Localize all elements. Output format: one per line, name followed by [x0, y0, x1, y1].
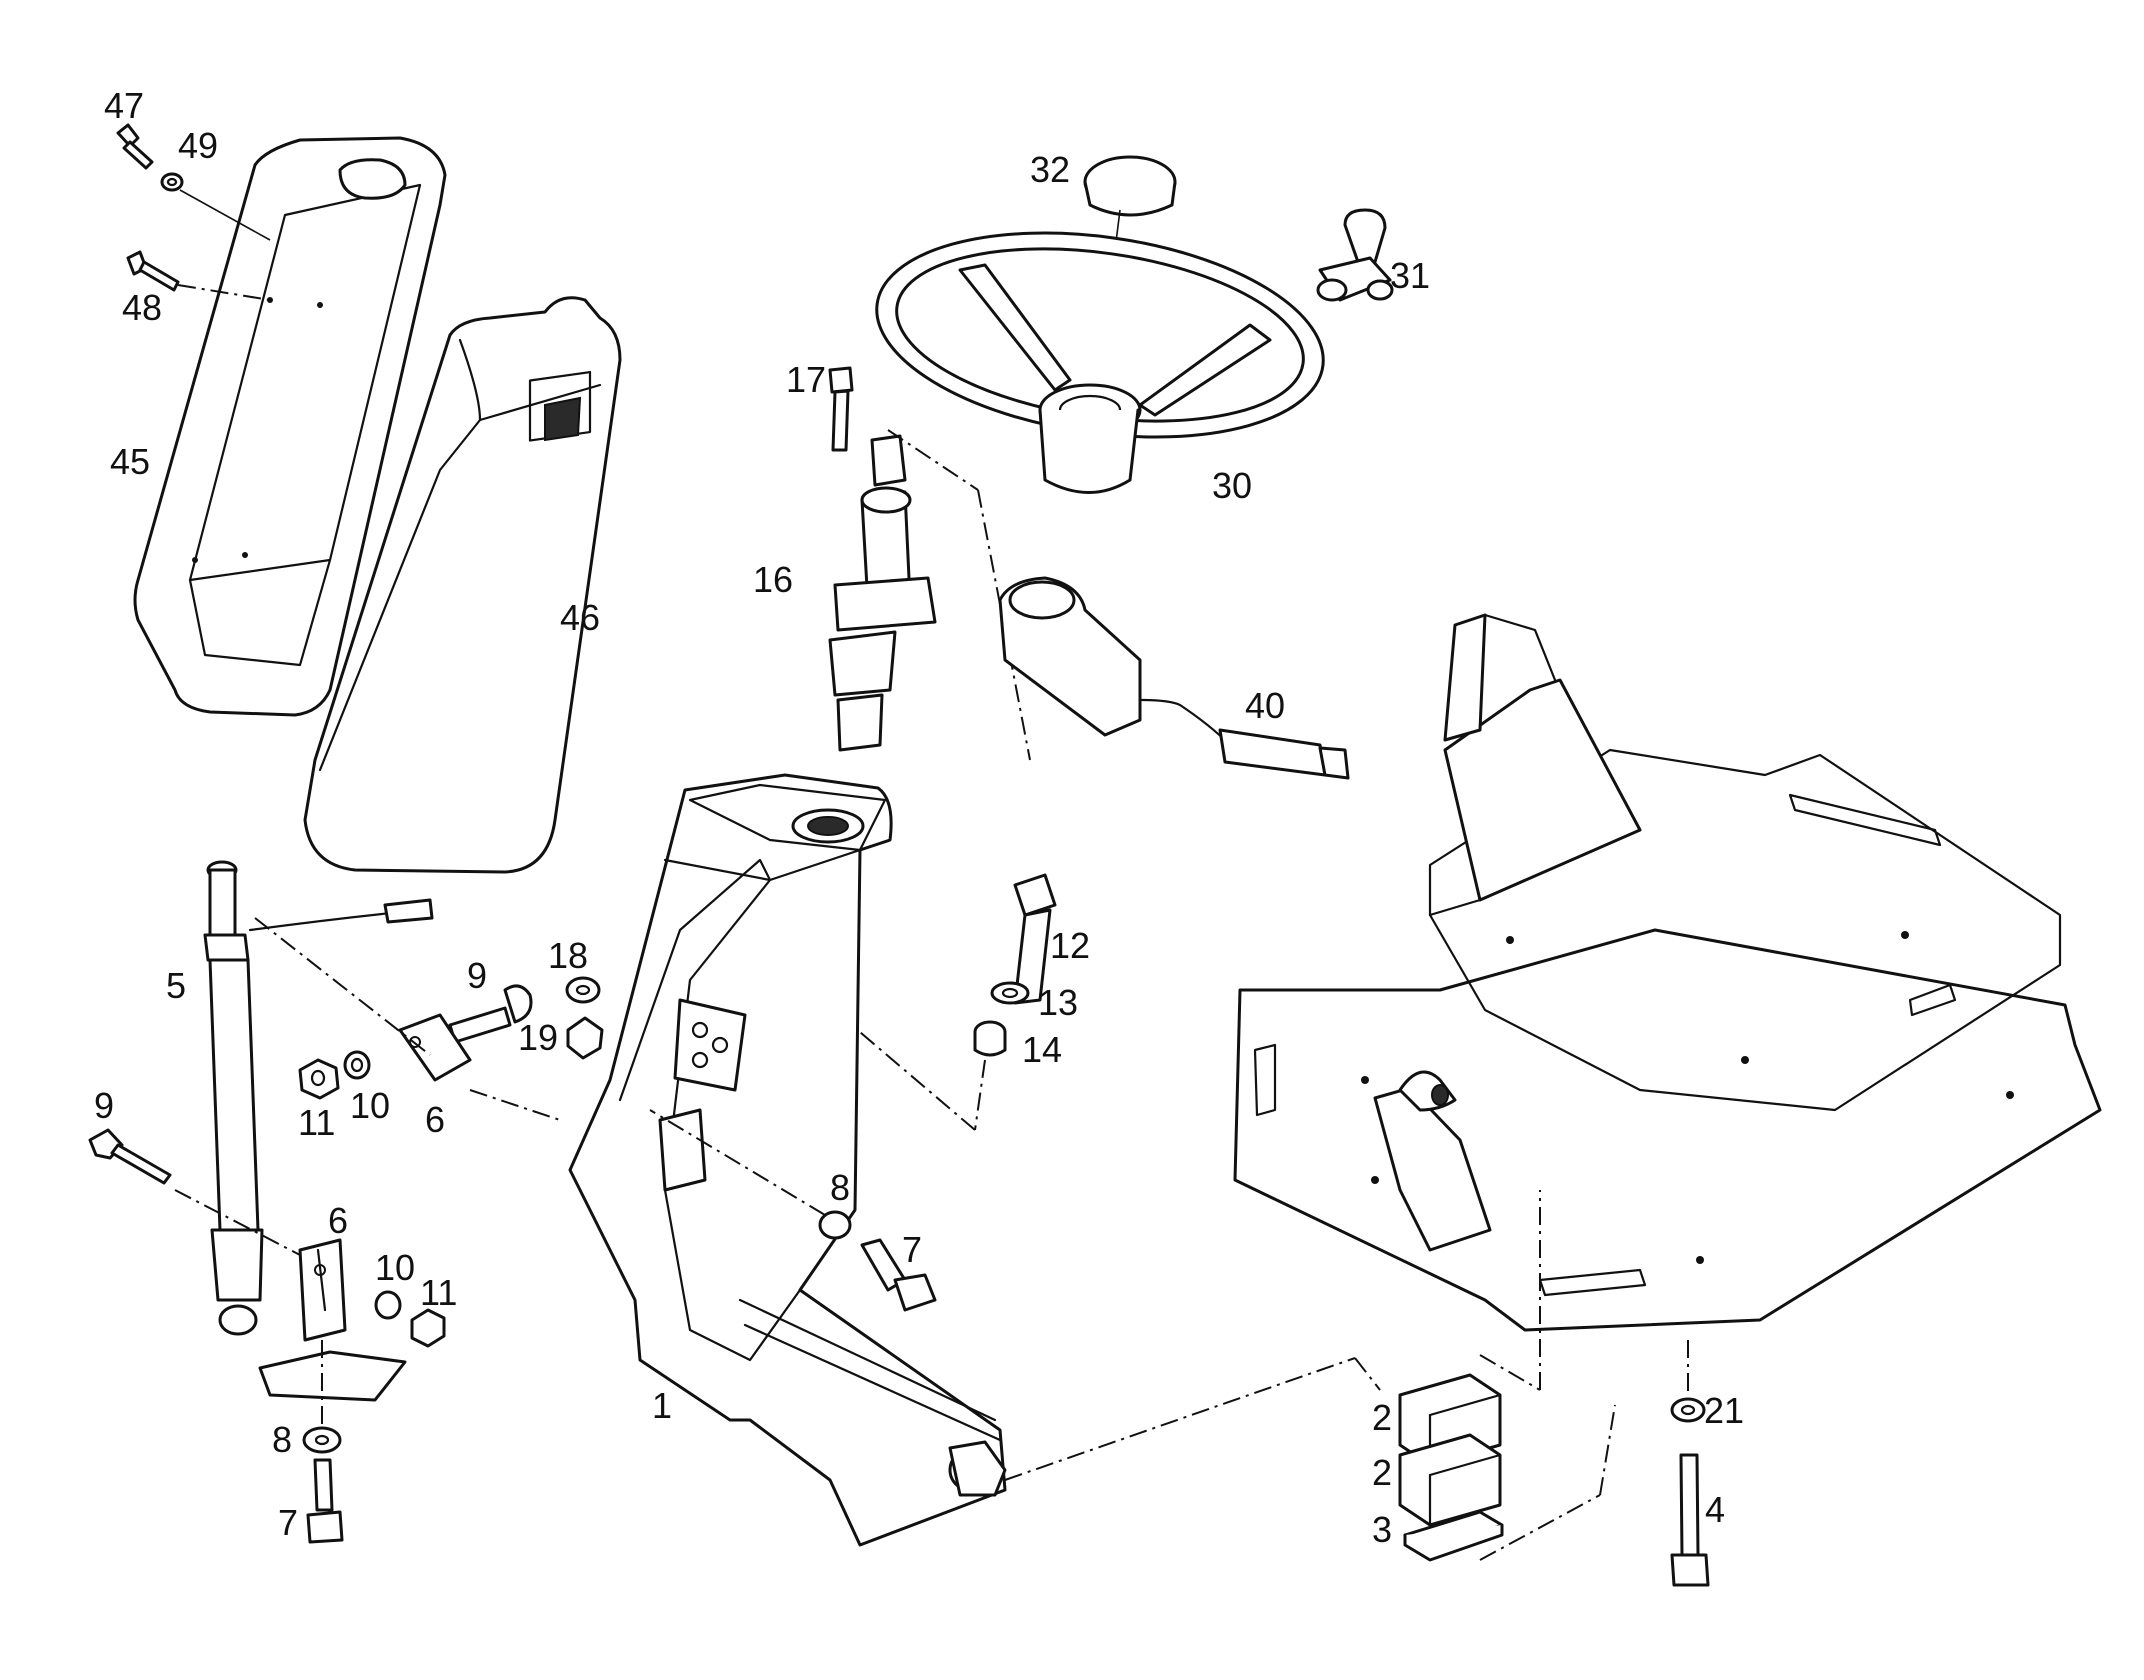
callout-21: 21 — [1704, 1390, 1744, 1431]
callout-9-lower: 9 — [94, 1085, 114, 1126]
washer-10-upper — [343, 1050, 371, 1080]
bolt-48 — [126, 250, 180, 292]
bolt-47 — [116, 123, 154, 170]
nut-11-upper — [298, 1058, 340, 1100]
callout-3: 3 — [1372, 1509, 1392, 1550]
callout-1: 1 — [652, 1385, 672, 1426]
washer-49 — [160, 172, 184, 192]
washer-8-lower — [302, 1426, 342, 1454]
bolt-17 — [828, 366, 854, 452]
callout-10-upper: 10 — [350, 1085, 390, 1126]
callout-6-lower: 6 — [328, 1200, 348, 1241]
callout-7-mid: 7 — [902, 1229, 922, 1270]
clevis-6-upper — [398, 1013, 472, 1082]
gas-strut-5 — [203, 860, 434, 1336]
washer-8-mid — [818, 1210, 852, 1240]
callout-9-upper: 9 — [467, 955, 487, 996]
callout-11-upper: 11 — [298, 1102, 335, 1143]
callout-17: 17 — [786, 359, 826, 400]
callout-2-upper: 2 — [1372, 1397, 1392, 1438]
callout-10-lower: 10 — [375, 1247, 415, 1288]
horn-cap-32 — [1083, 155, 1177, 217]
callout-5: 5 — [166, 965, 186, 1006]
callout-32: 32 — [1030, 149, 1070, 190]
bolt-7-mid — [860, 1238, 937, 1312]
callout-16: 16 — [753, 559, 793, 600]
bolt-12 — [1013, 873, 1057, 1005]
callout-47: 47 — [104, 85, 144, 126]
washer-18 — [565, 976, 601, 1004]
spinner-knob-31 — [1316, 208, 1394, 302]
washer-13 — [990, 981, 1030, 1005]
bolt-7-lower — [306, 1458, 344, 1544]
callout-8-lower: 8 — [272, 1419, 292, 1460]
steering-shaft-16 — [828, 434, 937, 752]
callout-49: 49 — [178, 125, 218, 166]
callout-labels: 47 49 48 45 46 32 31 30 17 16 40 5 9 18 … — [94, 85, 1744, 1550]
washer-21 — [1670, 1397, 1706, 1423]
callout-11-lower: 11 — [420, 1272, 457, 1313]
callout-19: 19 — [518, 1017, 558, 1058]
callout-48: 48 — [122, 287, 162, 328]
callout-46: 46 — [560, 597, 600, 638]
callout-13: 13 — [1038, 982, 1078, 1023]
callout-6-upper: 6 — [425, 1099, 445, 1140]
bolt-4 — [1670, 1453, 1710, 1587]
callout-2-lower: 2 — [1372, 1452, 1392, 1493]
callout-45: 45 — [110, 441, 150, 482]
armrest-46 — [303, 296, 622, 874]
bolt-9-lower — [88, 1128, 172, 1185]
washer-10-lower — [374, 1290, 402, 1320]
nut-11-lower — [410, 1308, 446, 1348]
callout-8-mid: 8 — [830, 1167, 850, 1208]
callout-7-lower: 7 — [278, 1502, 298, 1543]
callout-31: 31 — [1390, 255, 1430, 296]
cab-platform — [1233, 613, 2102, 1332]
callout-40: 40 — [1245, 685, 1285, 726]
clamp-block-2-lower — [1398, 1433, 1502, 1527]
bolt-9-upper — [448, 984, 533, 1044]
switch-40 — [998, 576, 1350, 780]
callout-18: 18 — [548, 935, 588, 976]
steering-wheel-30 — [875, 231, 1325, 494]
callout-4: 4 — [1705, 1489, 1725, 1530]
callout-12: 12 — [1050, 925, 1090, 966]
callout-14: 14 — [1022, 1029, 1062, 1070]
bushing-14 — [973, 1020, 1007, 1057]
clamp-plate-3 — [1403, 1510, 1504, 1562]
nut-19 — [566, 1016, 604, 1060]
clevis-6-lower — [298, 1238, 347, 1342]
mount-plate — [258, 1350, 407, 1402]
callout-30: 30 — [1212, 465, 1252, 506]
column-bracket-1 — [568, 773, 1007, 1547]
armrest-cover-45 — [133, 136, 447, 717]
